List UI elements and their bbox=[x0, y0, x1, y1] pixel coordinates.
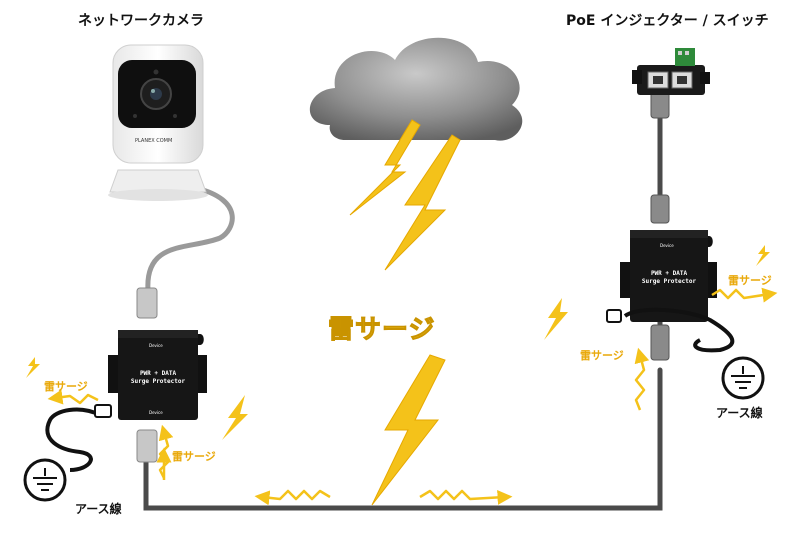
left-device-line2: Surge Protector bbox=[130, 378, 186, 385]
earth-label-left: アース線 bbox=[75, 502, 122, 516]
right-device-line2: Surge Protector bbox=[641, 278, 697, 285]
camera-brand: PLANEX COMM bbox=[135, 138, 173, 144]
left-port-label-top: Device bbox=[149, 343, 163, 348]
spark-icons bbox=[26, 245, 770, 440]
left-port-label-bottom: Device bbox=[149, 410, 163, 415]
camera-label: ネットワークカメラ bbox=[78, 13, 204, 29]
right-earth-wire bbox=[623, 307, 735, 353]
surge-label-right-top: 雷サージ bbox=[728, 274, 772, 287]
poe-injector bbox=[632, 48, 710, 95]
left-earth-terminal bbox=[23, 404, 112, 502]
surge-label-left-bottom: 雷サージ bbox=[172, 450, 216, 463]
left-connectors bbox=[136, 287, 158, 463]
right-device-text: PWR + DATA Surge Protector bbox=[630, 270, 708, 286]
surge-label-right-mid: 雷サージ bbox=[580, 349, 624, 362]
injector-label: PoE インジェクター / スイッチ bbox=[566, 13, 769, 29]
right-earth-terminal bbox=[606, 309, 765, 400]
left-device-text: PWR + DATA Surge Protector bbox=[118, 370, 198, 386]
lightning-surge-label: 雷サージ bbox=[327, 315, 436, 346]
network-camera bbox=[108, 44, 208, 201]
left-device-line1: PWR + DATA bbox=[139, 370, 177, 377]
earth-label-right: アース線 bbox=[716, 406, 763, 420]
surge-label-left-top: 雷サージ bbox=[44, 380, 88, 393]
lightning-bolts bbox=[349, 119, 461, 506]
camera-cable bbox=[145, 185, 235, 291]
surge-arrows bbox=[47, 287, 778, 506]
right-device-line1: PWR + DATA bbox=[650, 270, 688, 277]
thundercloud bbox=[309, 37, 523, 141]
left-surge-protector bbox=[108, 330, 207, 420]
left-earth-wire bbox=[45, 407, 101, 472]
right-port-label-top: Device bbox=[660, 243, 674, 248]
right-connectors bbox=[650, 87, 670, 361]
right-surge-protector bbox=[620, 230, 717, 322]
